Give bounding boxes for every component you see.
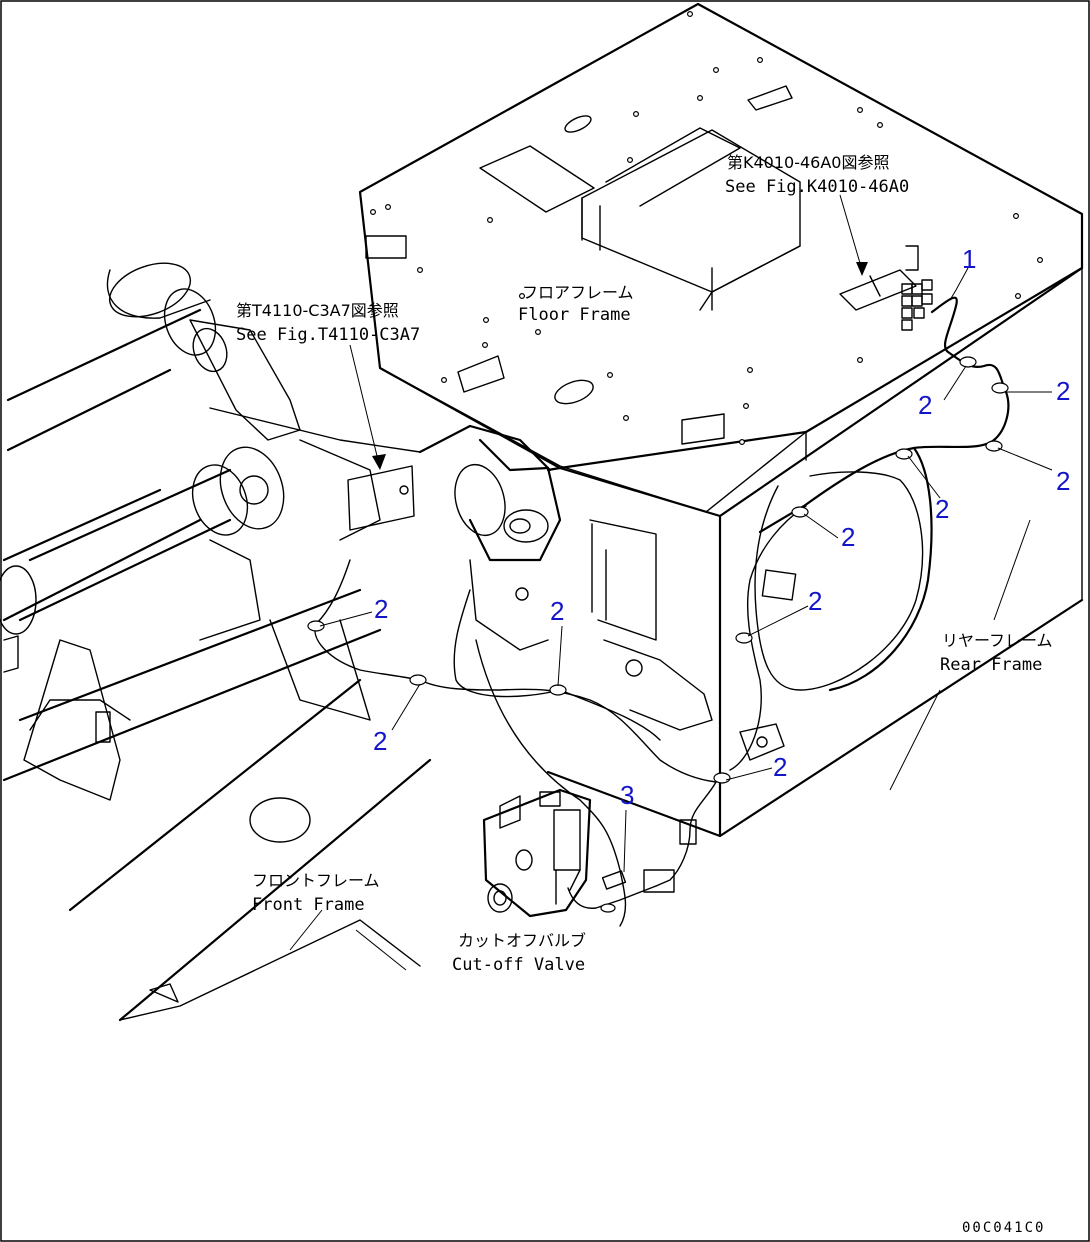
callout-2: 2 xyxy=(918,390,932,420)
text-labels: 第K4010-46A0図参照 See Fig.K4010-46A0 第T4110… xyxy=(236,153,1053,1236)
callout-2: 2 xyxy=(1056,376,1070,406)
front-frame-jp: フロントフレーム xyxy=(252,871,380,890)
floor-frame-holes xyxy=(370,11,1043,446)
rear-frame-jp: リヤーフレーム xyxy=(942,631,1053,650)
ref-t4110-jp: 第T4110-C3A7図参照 xyxy=(236,301,399,320)
wiring-harness xyxy=(307,296,1010,927)
rear-frame-en: Rear Frame xyxy=(940,655,1042,675)
cutoff-valve xyxy=(482,788,592,918)
front-frame xyxy=(0,262,562,1022)
floor-frame-en: Floor Frame xyxy=(518,305,631,325)
rear-frame xyxy=(515,266,1084,838)
callout-2: 2 xyxy=(1056,466,1070,496)
callout-1: 1 xyxy=(962,244,976,274)
floor-frame xyxy=(358,2,1084,513)
callout-2: 2 xyxy=(841,522,855,552)
callout-2: 2 xyxy=(808,586,822,616)
front-frame-en: Front Frame xyxy=(252,895,365,915)
ref-k4010-en: See Fig.K4010-46A0 xyxy=(725,177,909,197)
cutoff-valve-en: Cut-off Valve xyxy=(452,955,585,975)
connector xyxy=(643,869,675,893)
leader-lines xyxy=(289,194,1053,971)
callout-2: 2 xyxy=(550,596,564,626)
floor-frame-jp: フロアフレーム xyxy=(522,283,634,302)
ref-k4010-jp: 第K4010-46A0図参照 xyxy=(727,153,889,172)
callout-3: 3 xyxy=(620,780,634,810)
ref-t4110-en: See Fig.T4110-C3A7 xyxy=(236,325,420,345)
callout-2: 2 xyxy=(373,726,387,756)
callout-2: 2 xyxy=(374,594,388,624)
relay-block xyxy=(839,245,933,331)
callout-2: 2 xyxy=(773,752,787,782)
cutoff-valve-jp: カットオフバルブ xyxy=(458,931,586,950)
callout-numbers: 1 2 2 2 2 2 2 2 2 2 2 3 xyxy=(373,244,1070,810)
drawing-code: 00C041C0 xyxy=(962,1220,1045,1236)
callout-2: 2 xyxy=(935,494,949,524)
